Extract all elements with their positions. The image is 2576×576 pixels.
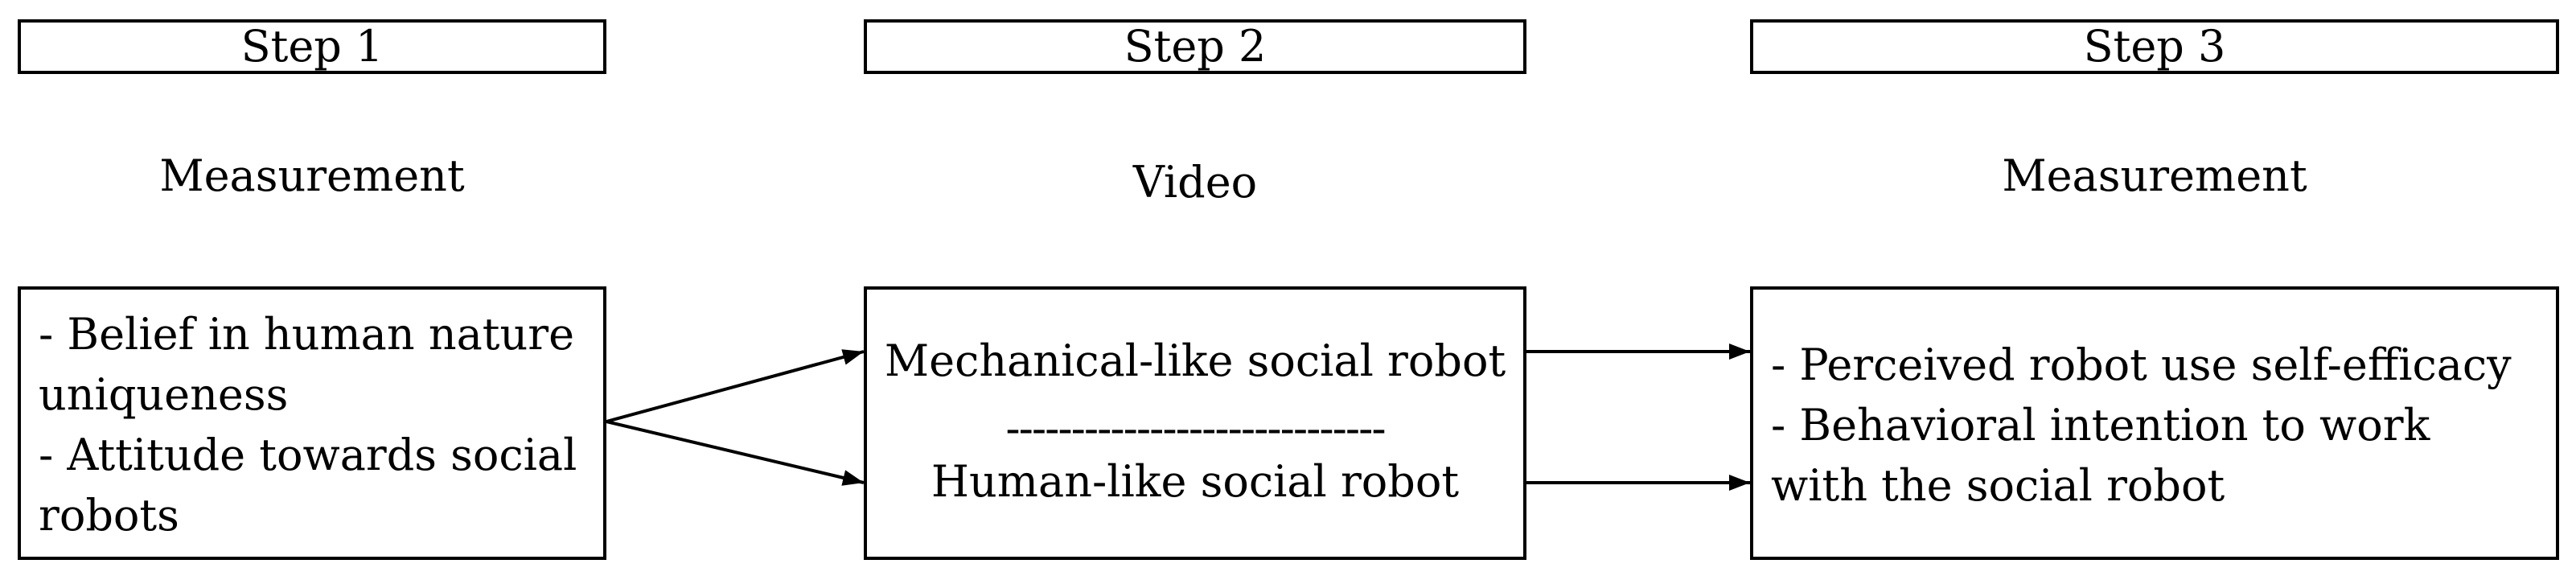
arrow-step1-to-mechanical <box>606 349 865 423</box>
step-3-title: Step 3 <box>2083 21 2226 72</box>
arrow-step1-to-humanlike <box>606 420 865 486</box>
step-3-line: - Perceived robot use self-efficacy <box>1771 339 2512 390</box>
step-2-title: Step 2 <box>1124 21 1267 72</box>
condition-humanlike: Human-like social robot <box>931 456 1460 507</box>
step-1-line: uniqueness <box>39 369 289 420</box>
condition-separator: ----------------------------- <box>1005 403 1386 454</box>
step-1-title: Step 1 <box>240 21 384 72</box>
step-3-line: with the social robot <box>1771 460 2225 511</box>
step-3-measures-box: - Perceived robot use self-efficacy - Be… <box>1750 286 2559 560</box>
step-1-line: robots <box>39 490 179 541</box>
step-1-phase-label: Measurement <box>159 150 465 201</box>
step-2-video-box: Mechanical-like social robot -----------… <box>864 286 1526 560</box>
step-3-phase-label: Measurement <box>2002 150 2307 201</box>
condition-mechanical: Mechanical-like social robot <box>884 335 1506 386</box>
step-3-header: Step 3 <box>1750 19 2559 74</box>
step-2-header: Step 2 <box>864 19 1526 74</box>
step-1-measures-list: - Belief in human nature uniqueness - At… <box>39 304 577 545</box>
step-3-measures-list: - Perceived robot use self-efficacy - Be… <box>1771 335 2512 516</box>
step-3-line: - Behavioral intention to work <box>1771 400 2430 451</box>
step-1-line: - Attitude towards social <box>39 430 577 480</box>
step-2-phase-label: Video <box>1132 157 1258 208</box>
step-1-measures-box: - Belief in human nature uniqueness - At… <box>18 286 606 560</box>
step-1-line: - Belief in human nature <box>39 309 575 360</box>
step-1-header: Step 1 <box>18 19 606 74</box>
